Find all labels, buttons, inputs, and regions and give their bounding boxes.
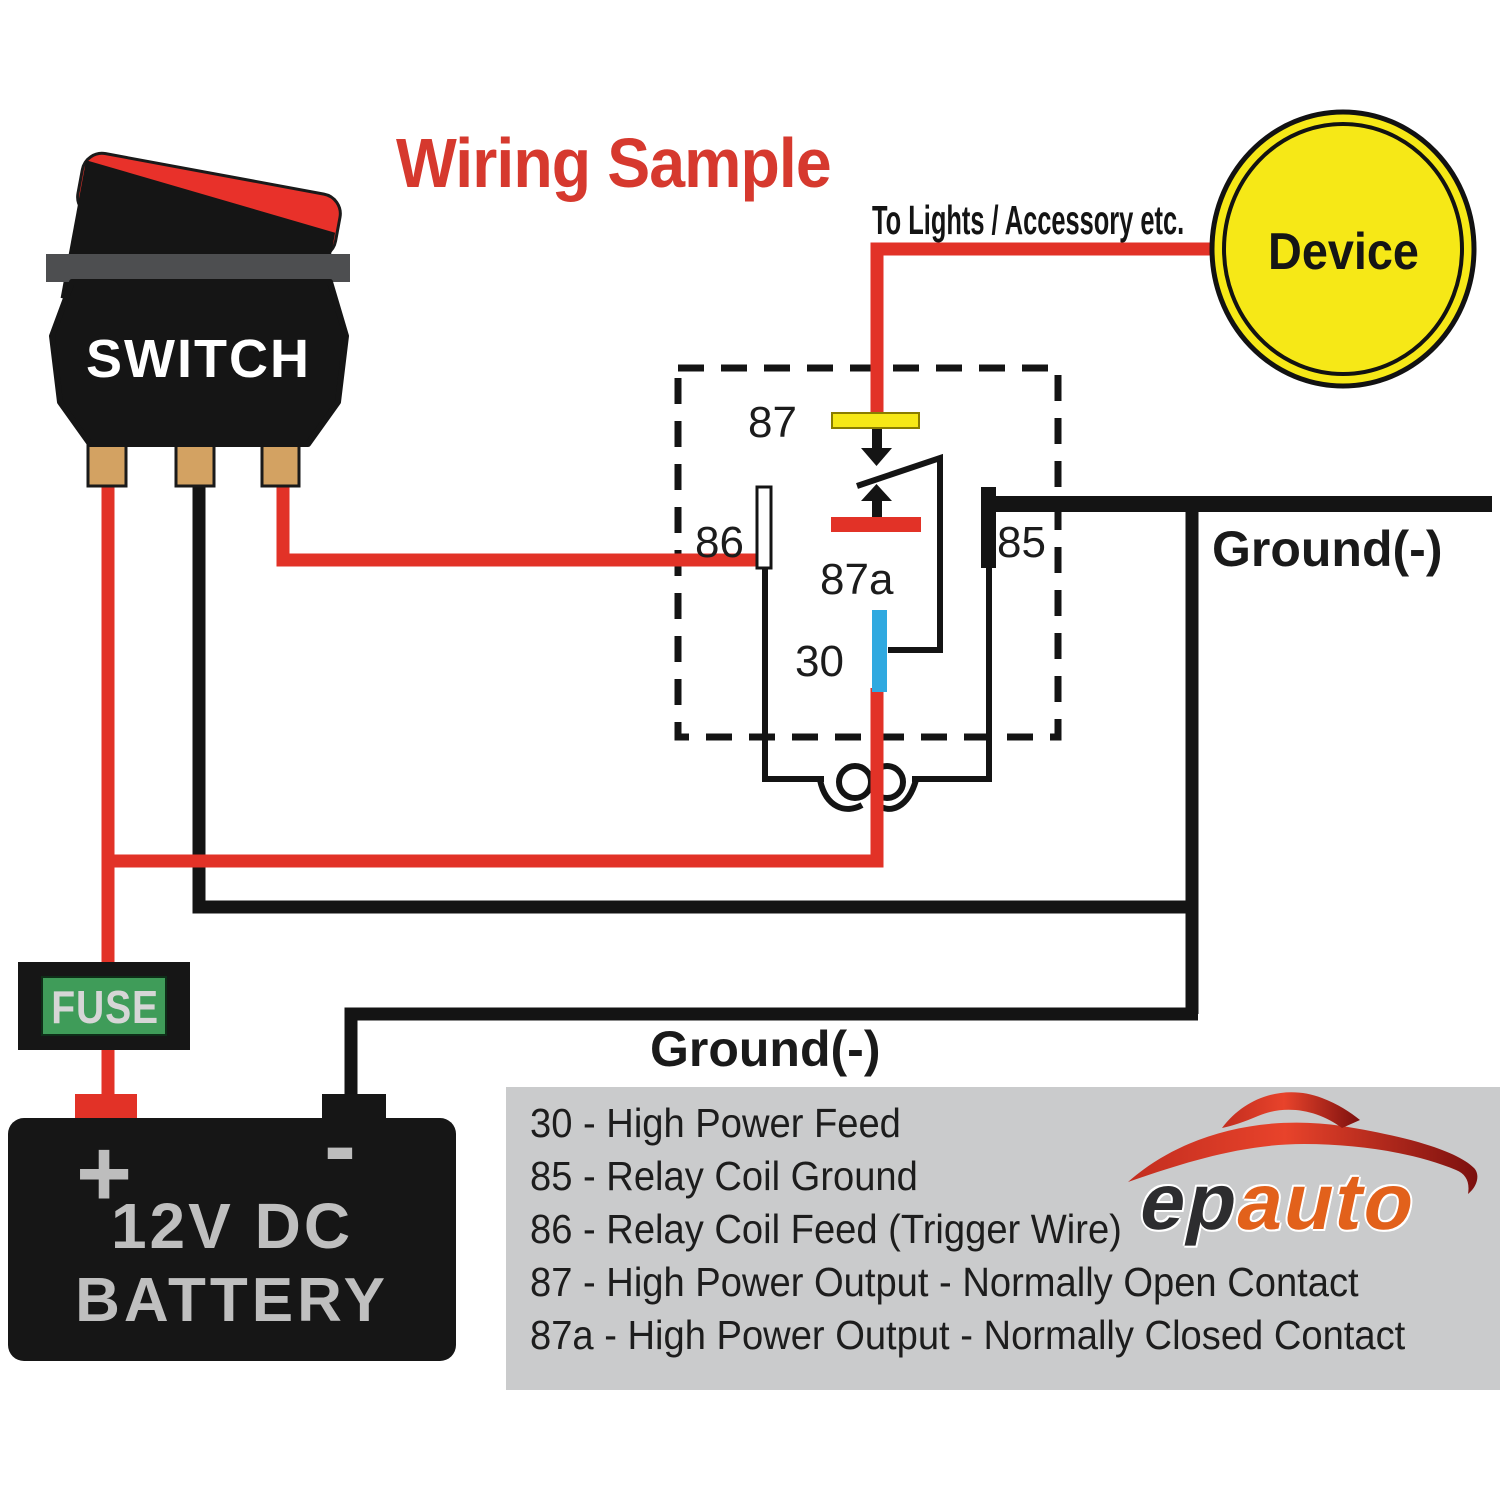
battery-plus-sign: + bbox=[76, 1120, 133, 1227]
ground-wires bbox=[192, 468, 1492, 1096]
relay-pin-86-label: 86 bbox=[695, 518, 744, 567]
terminal-85-bar bbox=[981, 487, 996, 568]
legend-item-30: 30 - High Power Feed bbox=[530, 1100, 901, 1146]
ground-label-right: Ground(-) bbox=[1212, 521, 1443, 577]
terminal-30-bar bbox=[872, 610, 887, 692]
terminal-87a-bar bbox=[831, 517, 921, 532]
contact-arrows bbox=[861, 428, 892, 517]
fuse-graphic bbox=[18, 962, 190, 1050]
battery-negative-terminal bbox=[322, 1094, 386, 1120]
terminal-87-bar bbox=[831, 412, 920, 429]
device-graphic bbox=[1209, 109, 1477, 389]
relay-pin-85-label: 85 bbox=[997, 518, 1046, 567]
ground-label-bottom: Ground(-) bbox=[650, 1021, 881, 1077]
switch-graphic bbox=[46, 151, 350, 488]
battery-minus-sign: - bbox=[324, 1092, 356, 1199]
page-title: Wiring Sample bbox=[396, 124, 832, 202]
relay-coil bbox=[762, 566, 992, 812]
relay-pin-87a-label: 87a bbox=[820, 555, 894, 604]
battery-graphic bbox=[8, 1094, 456, 1361]
battery-name-label: BATTERY bbox=[75, 1266, 389, 1335]
device-label: Device bbox=[1268, 223, 1419, 281]
to-lights-label: To Lights / Accessory etc. bbox=[872, 197, 1185, 243]
battery-voltage-label: 12V DC bbox=[110, 1190, 354, 1262]
epauto-logo: epauto bbox=[1122, 1082, 1500, 1252]
fuse-label: FUSE bbox=[51, 981, 159, 1033]
legend-item-85: 85 - Relay Coil Ground bbox=[530, 1153, 918, 1199]
relay-terminals bbox=[755, 412, 996, 692]
relay-pin-87-label: 87 bbox=[748, 398, 797, 447]
car-swoosh-icon bbox=[1128, 1092, 1478, 1194]
legend-item-87: 87 - High Power Output - Normally Open C… bbox=[530, 1259, 1359, 1305]
legend-item-86: 86 - Relay Coil Feed (Trigger Wire) bbox=[530, 1206, 1122, 1252]
legend-item-87a: 87a - High Power Output - Normally Close… bbox=[530, 1312, 1406, 1358]
logo-text-auto: auto bbox=[1229, 1157, 1426, 1246]
terminal-86-bar bbox=[755, 485, 773, 570]
relay-pin-30-label: 30 bbox=[795, 637, 844, 686]
switch-label: SWITCH bbox=[86, 329, 311, 389]
relay-armature bbox=[856, 453, 943, 653]
relay-outline bbox=[674, 364, 1062, 741]
battery-positive-terminal bbox=[75, 1094, 137, 1120]
